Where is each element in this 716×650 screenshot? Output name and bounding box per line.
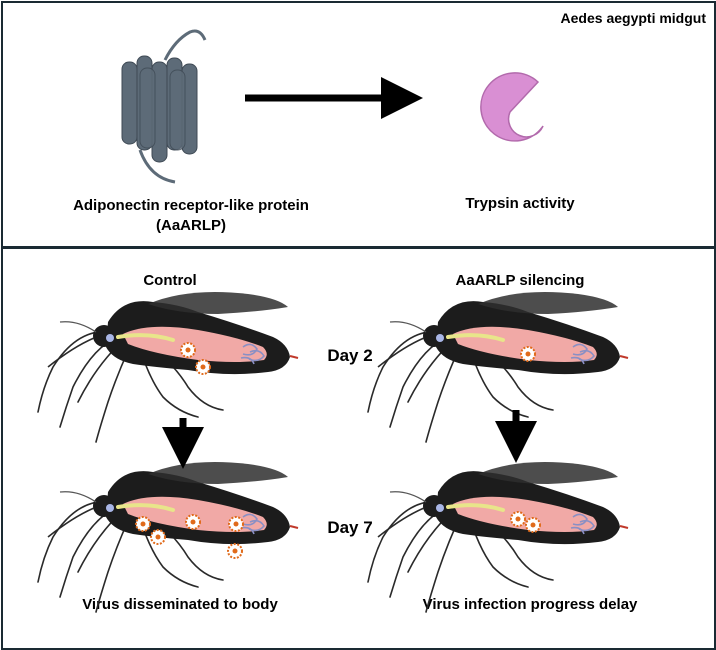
- silencing-label: AaARLP silencing: [455, 272, 585, 289]
- receptor-label-line1: Adiponectin receptor-like protein: [73, 197, 309, 214]
- mosquito-silencing-day7: [366, 459, 630, 614]
- silencing-outcome-label: Virus infection progress delay: [422, 596, 638, 613]
- mosquito-control-day2: [36, 289, 300, 444]
- receptor-icon: [121, 29, 207, 184]
- panel-divider: [1, 246, 716, 249]
- receptor-label: Adiponectin receptor-like protein (AaARL…: [36, 196, 346, 236]
- control-label: Control: [143, 272, 197, 289]
- mosquito-control-day7: [36, 459, 300, 614]
- day2-label: Day 2: [327, 346, 373, 365]
- trypsin-icon: [480, 72, 544, 142]
- enzyme-label: Trypsin activity: [465, 195, 575, 212]
- receptor-label-line2: (AaARLP): [156, 217, 226, 234]
- day7-label: Day 7: [327, 518, 373, 537]
- mosquito-silencing-day2: [366, 289, 630, 444]
- corner-label: Aedes aegypti midgut: [560, 10, 706, 26]
- control-outcome-label: Virus disseminated to body: [82, 596, 278, 613]
